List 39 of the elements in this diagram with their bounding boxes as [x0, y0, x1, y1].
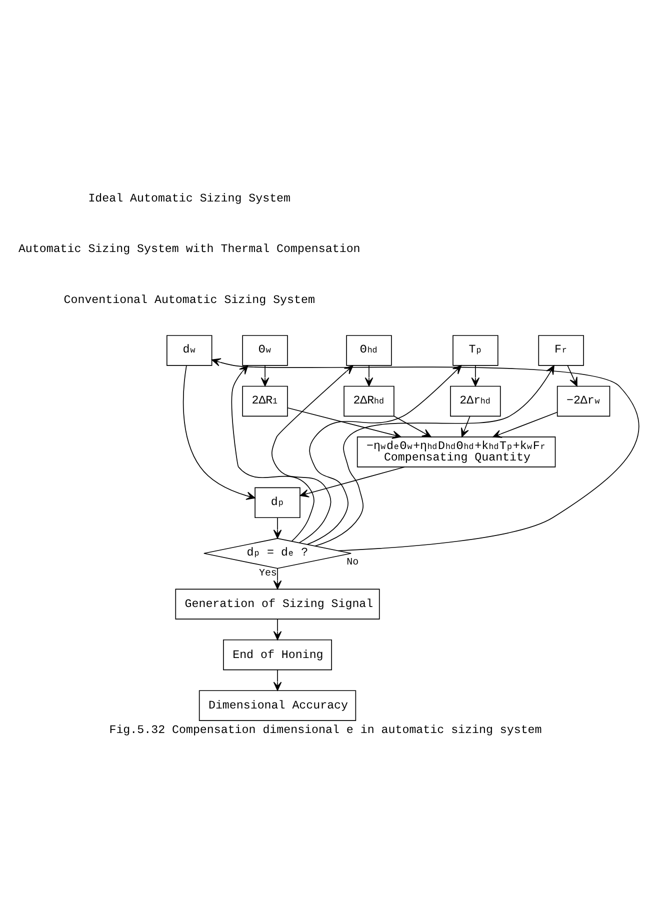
node-box: 2ΔRhd	[344, 386, 394, 417]
arrow	[273, 669, 282, 691]
arrow	[273, 568, 282, 590]
node-box: dp	[254, 487, 300, 518]
label: Conventional Automatic Sizing System	[64, 294, 315, 307]
node-box: Fr	[538, 335, 584, 366]
arrow	[287, 407, 402, 439]
arrow	[300, 466, 405, 498]
caption: Fig.5.32 Compensation dimensional e in automatic sizing system	[109, 724, 542, 738]
node-box: 2ΔR1	[242, 386, 288, 417]
arrow	[314, 365, 554, 546]
arrow	[394, 416, 432, 438]
label: Ideal Automatic Sizing System	[88, 192, 291, 206]
node-box: End of Honing	[223, 639, 332, 670]
arrow	[260, 365, 270, 386]
node-box: −ηwdeΘw+ηhdDhdΘhd+khdTp+kwFr Compensating Quantity	[356, 436, 556, 468]
label: Automatic Sizing System with Thermal Compensation	[18, 243, 360, 256]
arrow	[364, 365, 374, 386]
node-box: −2Δrw	[556, 386, 610, 417]
arrow	[492, 412, 558, 438]
node-box: dw	[166, 335, 212, 366]
arrow	[471, 365, 480, 386]
node-box: Θhd	[346, 335, 392, 366]
node-box: Dimensional Accuracy	[198, 690, 356, 721]
node-box: Tp	[452, 335, 498, 366]
arrow	[182, 365, 256, 500]
arrow	[567, 365, 578, 386]
node-box: Θw	[242, 335, 288, 366]
node-box: Generation of Sizing Signal	[175, 588, 380, 620]
node-box: 2Δrhd	[450, 386, 501, 417]
arrow	[306, 365, 462, 545]
edge-label: No	[346, 556, 359, 568]
arrow	[461, 416, 470, 438]
arrow	[273, 618, 282, 640]
arrow	[273, 517, 282, 539]
arrow	[212, 358, 640, 552]
edge-label: Yes	[258, 568, 277, 579]
arrow	[272, 365, 354, 544]
arrow	[231, 365, 314, 542]
